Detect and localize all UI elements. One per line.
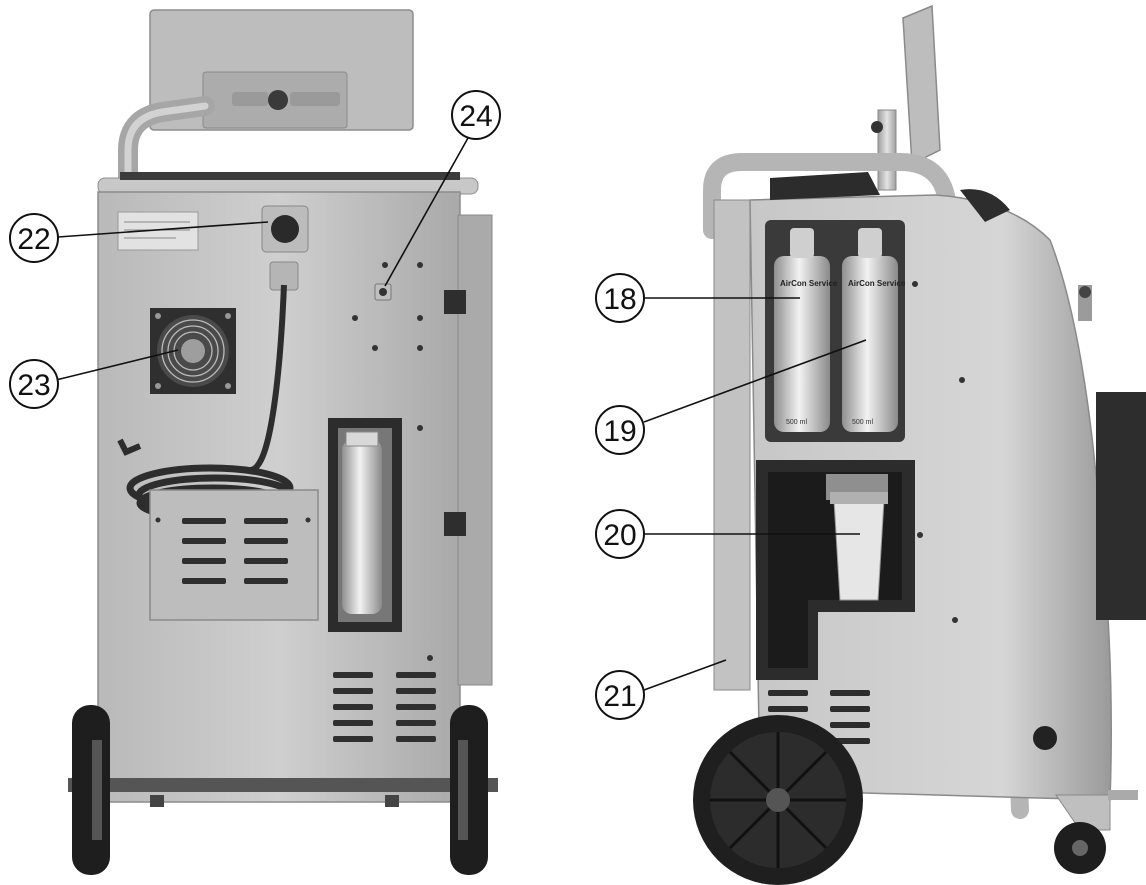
cooling-fan bbox=[150, 308, 236, 394]
oil-bottle-compartment: AirCon Service AirCon Service 500 ml 500… bbox=[765, 220, 906, 442]
filter-window bbox=[328, 418, 402, 632]
callout-20-label: 20 bbox=[603, 519, 636, 552]
rear-right-wheel bbox=[450, 705, 488, 875]
side-caster-wheel bbox=[1054, 790, 1138, 874]
callout-24: 24 bbox=[384, 90, 501, 287]
bottle-right-volume: 500 ml bbox=[852, 419, 873, 426]
bottle-left-volume: 500 ml bbox=[786, 419, 807, 426]
bottle-left bbox=[774, 256, 830, 432]
cable-holder bbox=[149, 489, 319, 621]
rear-view-machine bbox=[68, 9, 498, 875]
side-display-panel bbox=[902, 4, 941, 166]
callout-20: 20 bbox=[595, 509, 860, 559]
main-switch bbox=[271, 215, 299, 243]
bottle-right-brand: AirCon Service bbox=[848, 279, 906, 288]
callout-19-label: 19 bbox=[603, 415, 636, 448]
rating-plate bbox=[117, 211, 199, 251]
bottle-right bbox=[842, 256, 898, 432]
side-view-machine: AirCon Service AirCon Service 500 ml 500… bbox=[693, 4, 1146, 885]
bottle-left-brand: AirCon Service bbox=[780, 279, 838, 288]
callout-19: 19 bbox=[595, 339, 867, 455]
side-storage-tray bbox=[1096, 392, 1146, 620]
callout-22: 22 bbox=[9, 213, 269, 263]
callout-18-label: 18 bbox=[603, 283, 636, 316]
power-cable bbox=[249, 284, 287, 473]
callout-24-label: 24 bbox=[459, 100, 492, 133]
callout-18: 18 bbox=[595, 273, 800, 323]
callout-21: 21 bbox=[595, 659, 727, 720]
drain-compartment bbox=[756, 460, 915, 680]
callout-21-label: 21 bbox=[603, 680, 636, 713]
drain-vessel bbox=[833, 499, 885, 601]
callout-23-label: 23 bbox=[17, 369, 50, 402]
side-large-wheel bbox=[693, 715, 863, 885]
callout-22-label: 22 bbox=[17, 223, 50, 256]
callout-23: 23 bbox=[9, 349, 179, 409]
rear-left-wheel bbox=[72, 705, 110, 875]
rear-vents bbox=[333, 672, 436, 742]
service-port bbox=[379, 288, 387, 296]
